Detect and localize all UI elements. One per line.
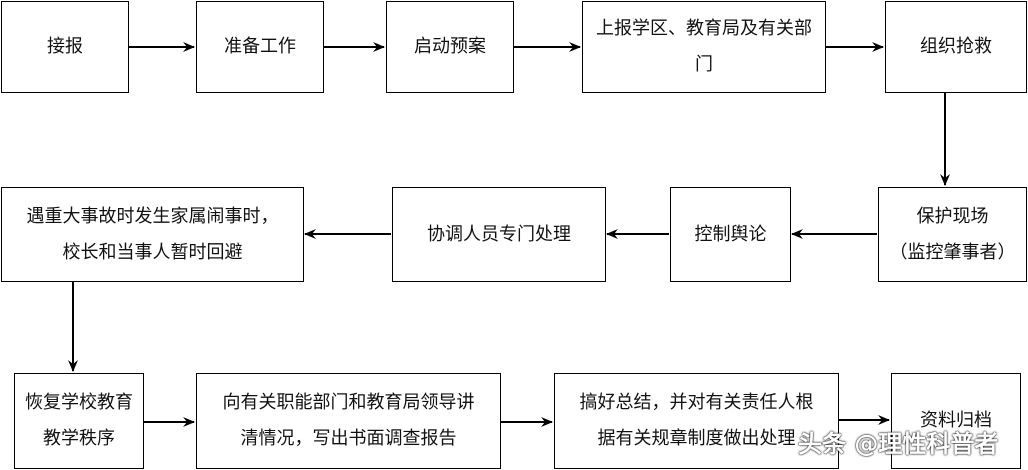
node-archive: 资料归档 [891,373,1021,469]
node-text: 控制舆论 [694,223,767,245]
node-avoid: 遇重大事故时发生家属闹事时， 校长和当事人暂时回避 [1,187,304,282]
node-report-up: 上报学区、教育局及有关部门 [582,1,826,93]
node-receive-report: 接报 [1,1,129,93]
node-text: 向有关职能部门和教育局领导讲 [222,392,475,414]
node-text: 准备工作 [224,36,296,58]
node-text: 接报 [47,36,83,58]
node-write-report: 向有关职能部门和教育局领导讲清情况，写出书面调查报告 [196,373,501,469]
node-prepare: 准备工作 [196,1,324,93]
node-restore-order: 恢复学校教育教学秩序 [14,373,144,469]
node-control-opinion: 控制舆论 [670,187,791,282]
node-summary: 搞好总结，并对有关责任人根据有关规章制度做出处理 [554,373,839,469]
node-text: 教学秩序 [43,428,115,449]
node-text: 搞好总结，并对有关责任人根 [579,392,814,414]
node-text: 门 [695,54,713,75]
node-text: 组织抢救 [920,36,992,58]
node-text: 校长和当事人暂时回避 [62,241,243,263]
node-text: 上报学区、教育局及有关部 [596,18,812,40]
watermark: 头条 @理性科普者 [798,430,999,458]
node-coordinate: 协调人员专门处理 [392,187,606,282]
node-protect-scene: 保护现场 （监控肇事者） [878,187,1027,282]
node-text: 协调人员专门处理 [427,223,571,245]
node-text: 保护现场 [916,205,989,227]
node-rescue: 组织抢救 [885,1,1027,93]
node-text: 据有关规章制度做出处理 [597,428,796,449]
node-text: 清情况，写出书面调查报告 [240,428,457,449]
node-text: 遇重大事故时发生家属闹事时， [26,205,279,227]
node-text: 资料归档 [920,410,992,432]
node-text: 启动预案 [414,36,486,58]
node-text: 恢复学校教育 [25,392,133,414]
node-start-plan: 启动预案 [386,1,514,93]
node-text: （监控肇事者） [889,241,1016,263]
